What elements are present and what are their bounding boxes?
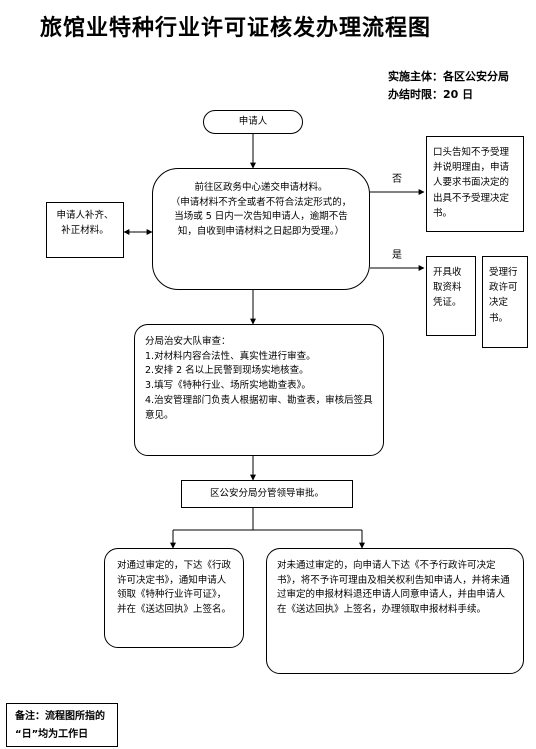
pass-label: 对通过审定的，下达《行政许可决定书》，通知申请人领取《特种行业许可证》，并在《送… <box>117 560 232 616</box>
pass-node: 对通过审定的，下达《行政许可决定书》，通知申请人领取《特种行业许可证》，并在《送… <box>104 548 244 648</box>
receipt-label: 开具收取资料凭证。 <box>433 267 462 309</box>
review-item: 3.填写《特种行业、场所实地勘查表》。 <box>145 380 311 392</box>
accept-decision-doc: 受理行政许可决定书。 <box>482 256 528 348</box>
receipt-doc: 开具收取资料凭证。 <box>426 256 476 336</box>
note-line-1: 备注：流程图所指的 <box>15 711 105 722</box>
approval-node: 区公安分局分管领导审批。 <box>181 480 353 508</box>
approval-label: 区公安分局分管领导审批。 <box>209 488 324 499</box>
submit-line: 前往区政务中心递交申请材料。 <box>194 182 328 193</box>
applicant-node: 申请人 <box>203 110 303 134</box>
accept-decision-label: 受理行政许可决定书。 <box>489 267 518 324</box>
reject-label: 口头告知不予受理并说明理由，申请人要求书面决定的出具不予受理决定书。 <box>433 147 510 219</box>
submit-detail: （申请材料不齐全或者不符合法定形式的，当场或 5 日内一次告知申请人，逾期不告知… <box>170 196 352 238</box>
supplement-node: 申请人补齐、补正材料。 <box>46 202 124 258</box>
note-box: 备注：流程图所指的 “日”均为工作日 <box>6 703 118 747</box>
review-item: 1.对材料内容合法性、真实性进行审查。 <box>145 350 316 362</box>
implementer-label: 实施主体：各区公安分局 <box>388 70 509 83</box>
fail-label: 对未通过审定的，向申请人下达《不予行政许可决定书》，将不予许可理由及相关权利告知… <box>277 560 510 616</box>
fail-node: 对未通过审定的，向申请人下达《不予行政许可决定书》，将不予许可理由及相关权利告知… <box>266 548 524 674</box>
review-heading: 分局治安大队审查： <box>145 336 231 347</box>
reject-doc: 口头告知不予受理并说明理由，申请人要求书面决定的出具不予受理决定书。 <box>426 136 524 232</box>
review-item: 2.安排 2 名以上民警到现场实地核查。 <box>145 365 309 377</box>
deadline-label: 办结时限：20 日 <box>388 88 474 101</box>
page-title: 旅馆业特种行业许可证核发办理流程图 <box>40 16 432 41</box>
applicant-label: 申请人 <box>238 116 268 127</box>
edge-yes-label: 是 <box>392 250 402 261</box>
supplement-label: 申请人补齐、补正材料。 <box>56 210 114 236</box>
review-item: 4.治安管理部门负责人根据初审、勘查表，审核后签具意见。 <box>145 394 373 421</box>
edge-no-label: 否 <box>392 174 402 185</box>
note-line-2: “日”均为工作日 <box>15 729 89 740</box>
review-node: 分局治安大队审查： 1.对材料内容合法性、真实性进行审查。 2.安排 2 名以上… <box>134 324 384 456</box>
submit-node: 前往区政务中心递交申请材料。 （申请材料不齐全或者不符合法定形式的，当场或 5 … <box>152 168 370 290</box>
